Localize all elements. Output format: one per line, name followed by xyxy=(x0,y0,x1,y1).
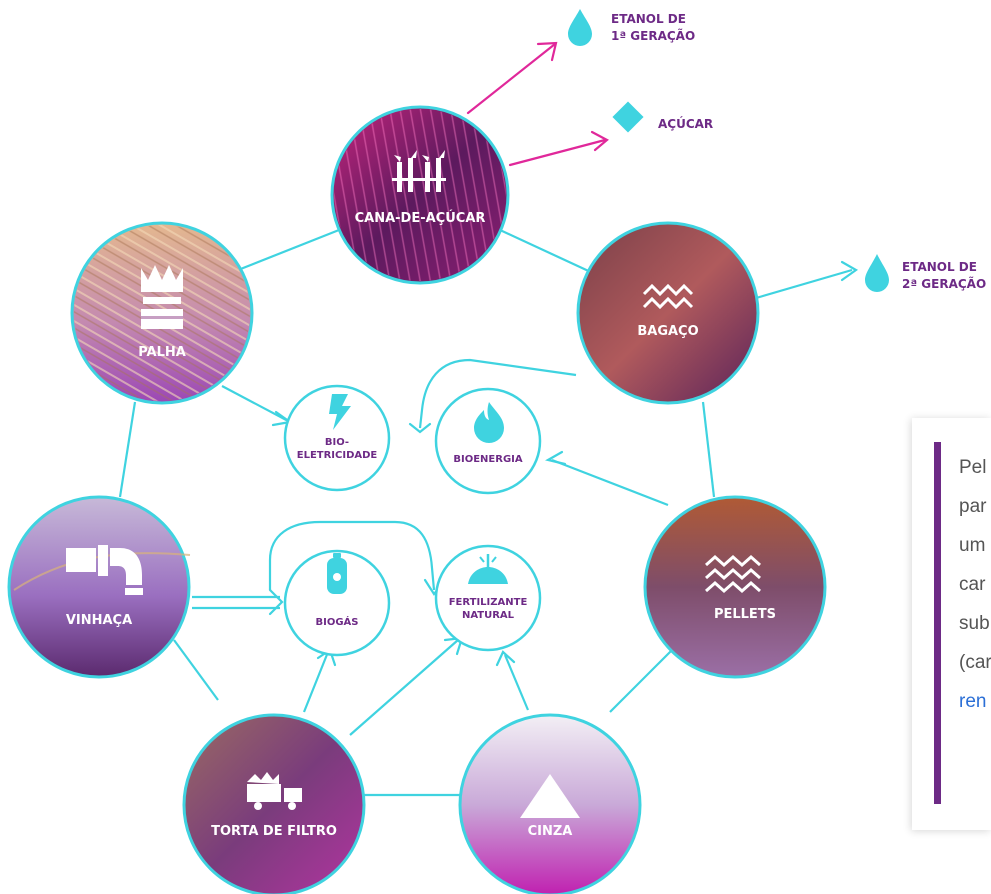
arrow-biogas xyxy=(268,588,284,616)
acucar-label: AÇÚCAR xyxy=(658,116,713,131)
arrow-bioelectricity-bagaco xyxy=(408,422,432,434)
truck-icon xyxy=(247,772,302,810)
cinza-label: CINZA xyxy=(528,824,573,839)
link-bagaco-etanol2 xyxy=(755,268,853,300)
etanol1-label-line1: ETANOL DE xyxy=(611,12,686,26)
info-panel-text: Pel par um car sub (car ren xyxy=(959,448,991,721)
link-cana-acucar xyxy=(508,138,607,167)
arrow-fertilizer-cinza xyxy=(495,650,516,667)
arrow-acucar xyxy=(590,130,609,152)
product-arrows xyxy=(466,41,609,167)
output-acucar: AÇÚCAR xyxy=(612,101,713,133)
link-palha-bioelectricity xyxy=(221,385,291,423)
link-torta-biogas xyxy=(302,651,330,713)
link-pellets-cinza xyxy=(609,649,673,713)
water-drop-icon xyxy=(568,9,592,46)
etanol1-label-line2: 1ª GERAÇÃO xyxy=(611,28,695,43)
info-line: um xyxy=(959,535,986,556)
node-pellets: PELLETS xyxy=(643,495,827,679)
info-line: Pel xyxy=(959,457,987,478)
node-biogas: BIOGÁS xyxy=(283,549,391,657)
info-line: par xyxy=(959,496,987,517)
node-torta-de-filtro: TORTA DE FILTRO xyxy=(182,713,366,894)
node-palha: PALHA xyxy=(70,221,254,405)
output-etanol-2: ETANOL DE 2ª GERAÇÃO xyxy=(865,254,986,292)
flame-icon xyxy=(474,402,504,443)
info-panel-accent-bar xyxy=(934,442,941,804)
node-vinhaca: VINHAÇA xyxy=(7,495,191,679)
pellet-waves-icon xyxy=(705,554,761,594)
torta-label: TORTA DE FILTRO xyxy=(211,824,337,839)
link-biogas-fertilizer xyxy=(268,520,436,591)
info-link[interactable]: ren xyxy=(959,691,987,712)
link-cana-palha xyxy=(232,228,340,274)
ash-pile-icon xyxy=(520,774,580,818)
diamond-icon xyxy=(612,101,644,133)
node-bioenergia: BIOENERGIA xyxy=(434,387,542,495)
info-panel: Pel par um car sub (car ren xyxy=(912,418,991,830)
node-bagaco: BAGAÇO xyxy=(576,221,760,405)
link-bagaco-bioelectricity xyxy=(418,358,577,429)
link-cana-bagaco xyxy=(499,229,596,275)
fertilizante-label-line1: FERTILIZANTE xyxy=(449,597,528,608)
output-etanol-1: ETANOL DE 1ª GERAÇÃO xyxy=(568,9,695,46)
link-torta-fertilizer xyxy=(349,639,459,736)
water-drop-icon xyxy=(865,254,889,292)
etanol2-label-line2: 2ª GERAÇÃO xyxy=(902,276,986,291)
node-bioeletricidade: BIO- ELETRICIDADE xyxy=(283,384,391,492)
arrow-etanol2 xyxy=(840,260,859,282)
link-bagaco-pellets xyxy=(701,401,716,498)
biogas-label: BIOGÁS xyxy=(316,615,359,628)
gas-bottle-icon xyxy=(327,553,347,594)
arrow-bioenergia xyxy=(545,450,567,466)
vinhaca-label: VINHAÇA xyxy=(66,613,132,628)
link-cana-etanol1 xyxy=(466,42,557,115)
link-vinhaca-torta xyxy=(173,639,219,701)
connector-lines xyxy=(118,228,853,797)
node-cana-de-acucar: CANA-DE-AÇÚCAR xyxy=(330,105,510,285)
bagaco-label: BAGAÇO xyxy=(637,324,698,339)
sprout-icon xyxy=(468,554,508,584)
pellets-label: PELLETS xyxy=(714,607,776,622)
link-palha-vinhaca xyxy=(118,401,137,498)
bioeletricidade-label-line2: ELETRICIDADE xyxy=(297,450,378,461)
bioeletricidade-label-line1: BIO- xyxy=(325,437,349,448)
pipe-icon xyxy=(66,545,143,595)
bioenergia-label: BIOENERGIA xyxy=(453,454,523,465)
arrow-etanol1 xyxy=(536,41,558,62)
waves-icon xyxy=(642,283,694,310)
straw-bale-icon xyxy=(141,265,183,329)
cana-label: CANA-DE-AÇÚCAR xyxy=(355,210,486,226)
link-pellets-bioenergia xyxy=(551,458,669,507)
node-fertilizante-natural: FERTILIZANTE NATURAL xyxy=(434,544,542,652)
info-line: car xyxy=(959,574,986,595)
etanol2-label-line1: ETANOL DE xyxy=(902,260,977,274)
info-line: (car xyxy=(959,652,991,673)
palha-label: PALHA xyxy=(138,345,186,360)
info-line: sub xyxy=(959,613,990,634)
sugarcane-icon xyxy=(392,150,446,192)
link-cinza-fertilizer xyxy=(503,654,530,711)
node-cinza: CINZA xyxy=(458,713,642,894)
fertilizante-label-line2: NATURAL xyxy=(462,610,515,621)
lightning-icon xyxy=(329,394,351,430)
